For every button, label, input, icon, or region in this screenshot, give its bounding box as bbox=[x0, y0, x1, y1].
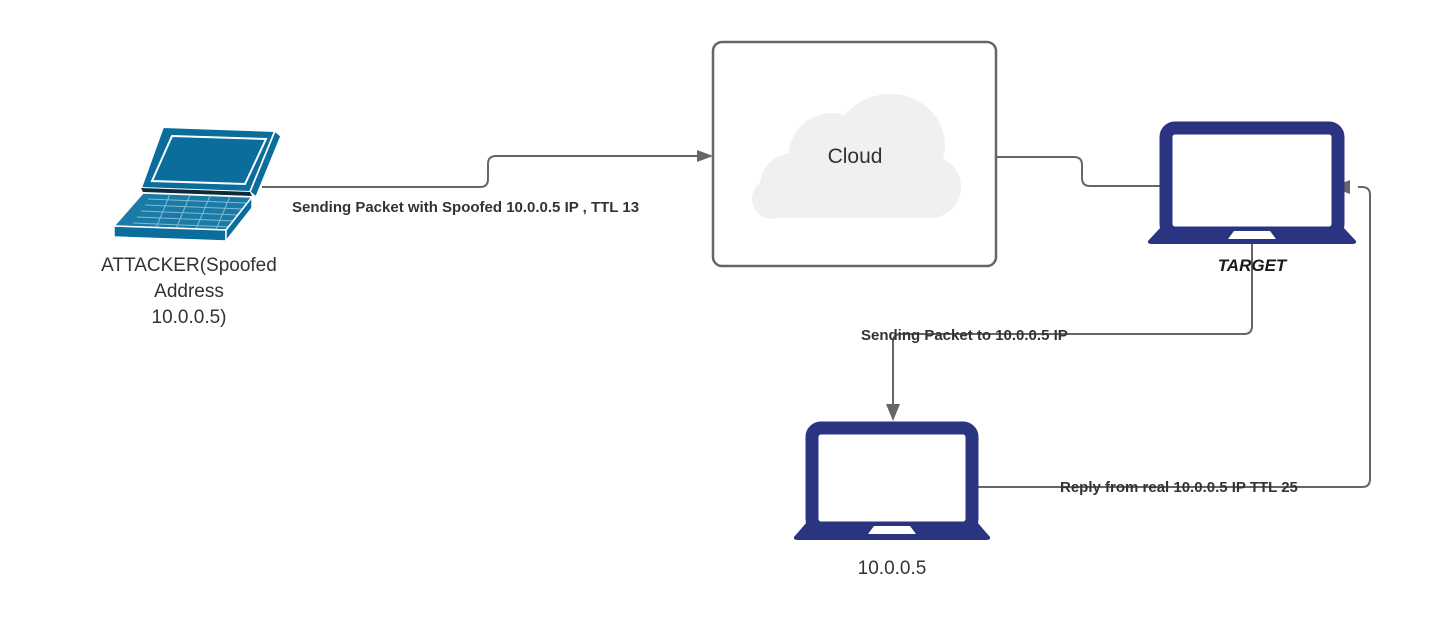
attacker-label-line-2: Address bbox=[154, 281, 224, 302]
edge-attacker-to-cloud-arrowhead bbox=[697, 150, 713, 162]
edge-label-victim-to-target: Reply from real 10.0.0.5 IP TTL 25 bbox=[1060, 479, 1298, 496]
cloud-label: Cloud bbox=[828, 145, 883, 168]
edge-cloud-to-target-line bbox=[996, 156, 1166, 187]
victim-node[interactable]: 10.0.0.5 bbox=[793, 421, 991, 579]
edge-target-to-victim-arrowhead bbox=[886, 404, 900, 421]
laptop-icon bbox=[1147, 121, 1357, 244]
edge-cloud-to-target bbox=[996, 156, 1166, 187]
edge-label-attacker-to-cloud: Sending Packet with Spoofed 10.0.0.5 IP … bbox=[292, 199, 639, 216]
laptop-icon bbox=[112, 125, 282, 244]
edge-victim-to-target-line bbox=[975, 186, 1371, 488]
victim-label: 10.0.0.5 bbox=[858, 558, 927, 579]
edge-attacker-to-cloud bbox=[262, 150, 713, 188]
edge-attacker-to-cloud-line bbox=[262, 155, 700, 188]
attacker-label-line-1: ATTACKER(Spoofed bbox=[101, 255, 277, 276]
edge-target-to-victim bbox=[886, 240, 1253, 421]
attacker-node[interactable]: ATTACKER(Spoofed Address 10.0.0.5) bbox=[101, 125, 282, 328]
target-label: TARGET bbox=[1218, 256, 1288, 275]
edge-label-target-to-victim: Sending Packet to 10.0.0.5 IP bbox=[861, 327, 1068, 344]
attacker-label-line-3: 10.0.0.5) bbox=[152, 307, 227, 328]
edge-target-to-victim-line bbox=[892, 240, 1253, 408]
cloud-node[interactable]: Cloud bbox=[711, 40, 998, 268]
target-node[interactable]: TARGET bbox=[1147, 121, 1357, 275]
laptop-icon bbox=[793, 421, 991, 540]
cloud-icon bbox=[752, 94, 961, 219]
